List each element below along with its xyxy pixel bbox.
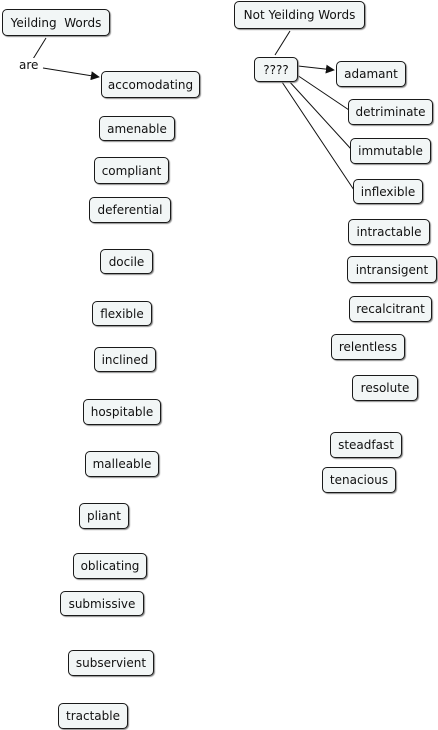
concept-resolute[interactable]: resolute [352,375,418,401]
concept-intractable[interactable]: intractable [348,219,430,245]
connector-left-root-to-are [32,37,47,60]
concept-inflexible[interactable]: inflexible [353,179,423,204]
concept-oblicating[interactable]: oblicating [73,553,147,579]
connector-link-to-detriminate [293,72,350,111]
concept-steadfast[interactable]: steadfast [330,432,402,458]
concept-tractable[interactable]: tractable [58,703,128,729]
concept-recalcitrant[interactable]: recalcitrant [349,296,432,322]
connector-right-root-to-link [274,30,291,56]
concept-relentless[interactable]: relentless [331,334,405,360]
concept-amenable[interactable]: amenable [99,116,175,141]
concept-immutable[interactable]: immutable [350,138,431,164]
connector-link-to-immutable [287,79,352,150]
concept-hospitable[interactable]: hospitable [83,399,161,425]
concept-flexible[interactable]: flexible [92,301,152,326]
concept-yeilding-words[interactable]: Yeilding Words [2,9,110,36]
connector-link-to-inflexible [281,81,355,191]
concept-docile[interactable]: docile [100,249,153,274]
concept-intransigent[interactable]: intransigent [347,256,437,283]
concept-submissive[interactable]: submissive [60,591,144,616]
connector-are-to-accomodating [42,67,100,81]
link-label-are: are [17,58,41,72]
concept-pliant[interactable]: pliant [79,503,129,529]
concept-deferential[interactable]: deferential [89,197,171,223]
concept-tenacious[interactable]: tenacious [322,467,396,493]
link-label-question-marks[interactable]: ???? [254,57,298,82]
concept-inclined[interactable]: inclined [94,347,156,372]
concept-detriminate[interactable]: detriminate [348,99,433,125]
concept-accomodating[interactable]: accomodating [101,71,200,98]
concept-malleable[interactable]: malleable [85,451,159,477]
concept-subservient[interactable]: subservient [68,650,154,676]
concept-compliant[interactable]: compliant [94,157,169,184]
concept-adamant[interactable]: adamant [336,61,406,87]
connector-link-to-adamant [297,64,335,74]
concept-not-yeilding-words[interactable]: Not Yeilding Words [234,1,365,29]
